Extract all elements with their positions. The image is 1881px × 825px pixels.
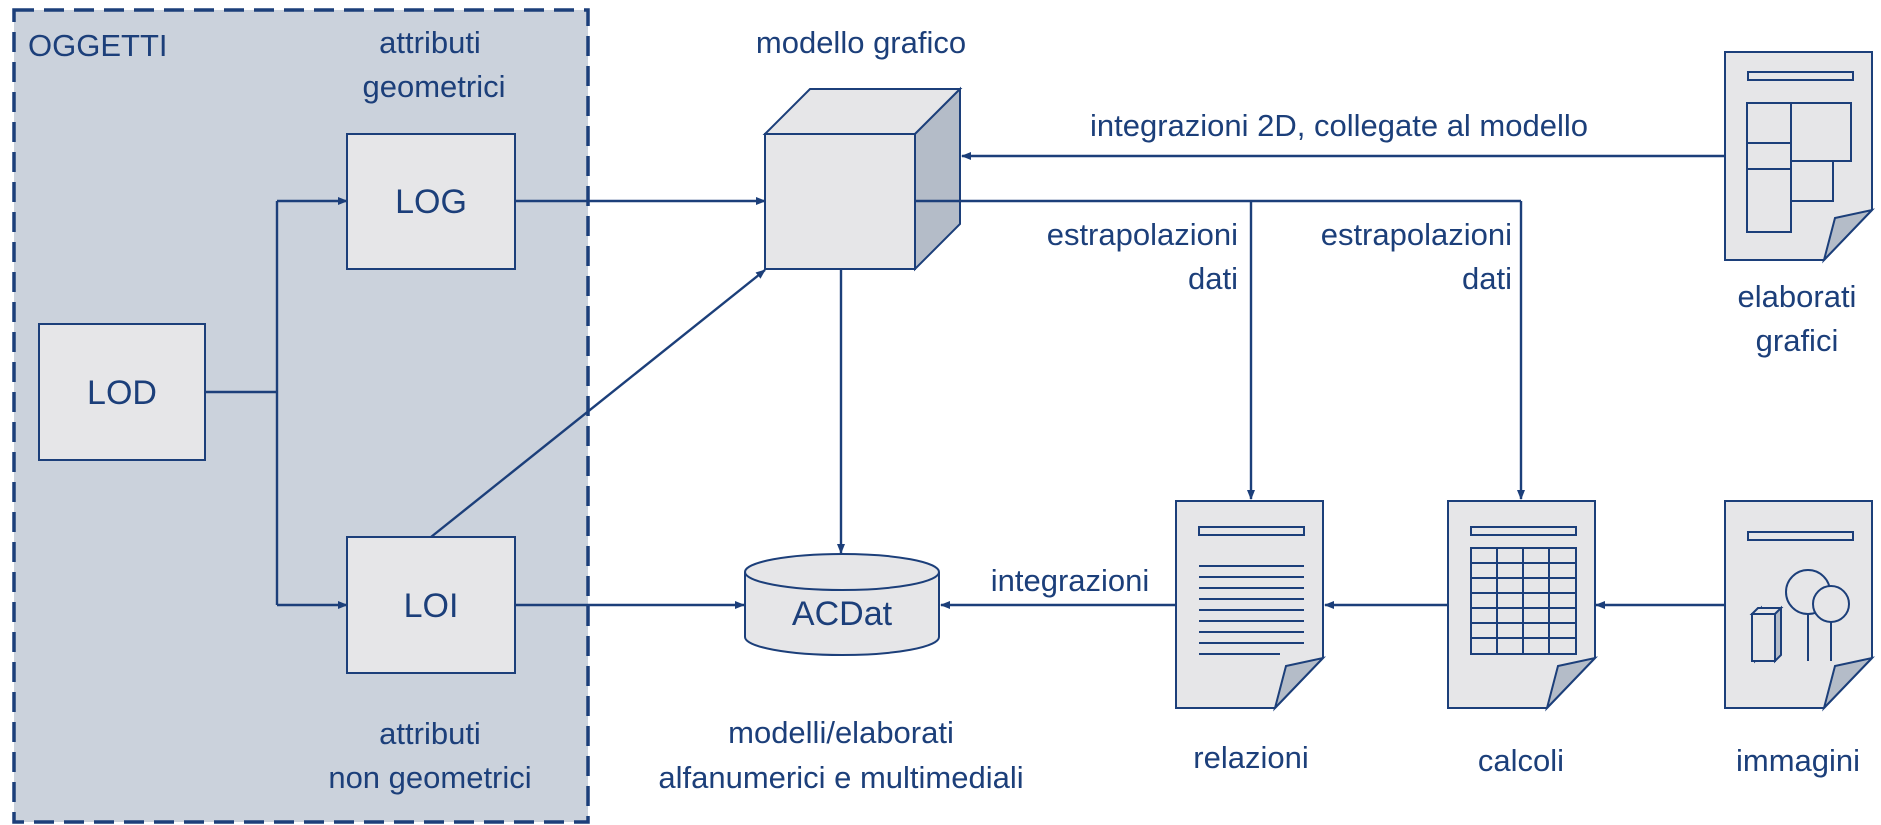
- loi-to-model-arrow: [430, 269, 766, 538]
- lod-node: LOD: [38, 323, 206, 461]
- oggetti-title: OGGETTI: [28, 28, 168, 63]
- estrapolazioni-label-2-line2: dati: [1462, 261, 1512, 296]
- estrapolazioni-label-1-line2: dati: [1188, 261, 1238, 296]
- attributi-geometrici-label-line2: geometrici: [363, 69, 506, 104]
- log-node: LOG: [346, 133, 516, 270]
- log-label: LOG: [395, 183, 467, 221]
- elaborati-grafici-label-line2: grafici: [1756, 323, 1839, 358]
- lod-label: LOD: [87, 374, 157, 412]
- attributi-non-geometrici-label-line1: attributi: [379, 716, 481, 751]
- modello-grafico-label: modello grafico: [756, 25, 966, 60]
- spreadsheet-document-icon: [1447, 500, 1598, 712]
- image-document-icon: [1724, 500, 1875, 712]
- estrapolazioni-connectors: [915, 199, 1525, 500]
- loi-node: LOI: [346, 536, 516, 674]
- attributi-non-geometrici-label-line2: non geometrici: [328, 760, 531, 795]
- integrazioni-2d-label: integrazioni 2D, collegate al modello: [1090, 108, 1588, 143]
- database-cylinder-icon: [744, 553, 940, 656]
- estrapolazioni-label-2-line1: estrapolazioni: [1321, 217, 1512, 252]
- loi-label: LOI: [404, 587, 459, 625]
- acdat-caption-line1: modelli/elaborati: [728, 715, 954, 750]
- acdat-label: ACDat: [792, 595, 893, 633]
- immagini-label: immagini: [1736, 743, 1860, 778]
- attributi-geometrici-label-line1: attributi: [379, 25, 481, 60]
- drawing-document-icon: [1724, 51, 1875, 264]
- calcoli-label: calcoli: [1478, 743, 1564, 778]
- acdat-caption-line2: alfanumerici e multimediali: [658, 760, 1023, 795]
- integrazioni-label: integrazioni: [991, 563, 1150, 598]
- cube-icon: [762, 86, 963, 272]
- elaborati-grafici-label-line1: elaborati: [1738, 279, 1857, 314]
- lod-branch-connectors: [205, 197, 348, 609]
- text-document-icon: [1175, 500, 1326, 712]
- relazioni-label: relazioni: [1193, 740, 1308, 775]
- estrapolazioni-label-1-line1: estrapolazioni: [1047, 217, 1238, 252]
